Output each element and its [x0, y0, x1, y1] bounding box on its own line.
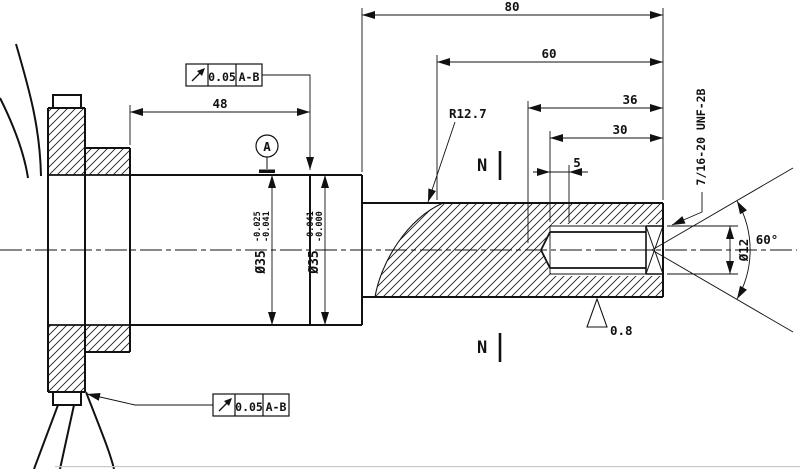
crank-web-curve-inner — [0, 97, 29, 179]
dim-30: 30 — [612, 122, 627, 137]
leader-tol-top — [262, 74, 314, 170]
leader-thread — [671, 192, 703, 226]
crank-web-lower-curve — [85, 391, 115, 469]
runout-arrow-head-icon — [224, 398, 232, 406]
thread-hole — [374, 202, 664, 298]
label-dia12: Ø12 — [736, 239, 751, 263]
tol-bottom-dividers — [234, 394, 264, 416]
dia35a-upper-tol: -0.025 — [253, 211, 263, 242]
thread-callout-text: 7/16-20 UNF-2B — [694, 88, 708, 185]
crank-web-lower-line-2 — [59, 404, 75, 469]
section-marks: N N — [477, 151, 502, 362]
crank-web-lower-line-1 — [33, 404, 59, 469]
tol-bottom-box — [212, 393, 290, 417]
section-mark-n-bottom: N — [477, 338, 487, 358]
leader-lines — [86, 74, 703, 406]
dim-r12-7: R12.7 — [449, 106, 487, 121]
angle-line-bottom — [651, 249, 794, 333]
dim-5: 5 — [573, 155, 581, 170]
hatch-flange-bottom — [48, 325, 85, 392]
hatch-shoulder-bottom — [85, 325, 130, 352]
tolerance-frame-bottom: 0.05 A-B — [212, 393, 290, 417]
leader-r127 — [427, 121, 456, 203]
part-outline — [0, 43, 664, 469]
runout-arrow-head-icon — [197, 68, 205, 76]
surface-roughness: 0.8 — [586, 297, 633, 338]
roughness-value: 0.8 — [610, 323, 633, 338]
tolerance-frame-top: 0.05 A-B — [185, 63, 263, 87]
tol-bottom-datum: A-B — [266, 400, 287, 414]
label-thread-callout: 7/16-20 UNF-2B — [694, 88, 708, 185]
dia35a-base: Ø35 — [254, 250, 269, 274]
section-break-curve — [374, 202, 444, 298]
leader-tol-bottom — [86, 393, 213, 406]
section-mark-n-top: N — [477, 156, 487, 176]
flange-top-step — [52, 94, 82, 108]
dia12-text: Ø12 — [736, 239, 751, 263]
hatch-flange-top — [48, 108, 85, 175]
angle-arc — [736, 200, 751, 300]
dimension-texts: 80 60 36 30 5 48 R12.7 60° — [212, 0, 778, 247]
dim-80: 80 — [504, 0, 519, 14]
tol-bottom-value: 0.05 — [235, 400, 263, 414]
label-dia35a: Ø35 -0.025 -0.041 — [253, 211, 272, 274]
datum-a: A — [255, 134, 279, 173]
dia35a-lower-tol: -0.041 — [262, 211, 272, 242]
chamfer-box — [645, 225, 663, 275]
dia35b-lower-tol: -0.000 — [315, 211, 325, 242]
dim-60: 60 — [541, 46, 556, 61]
tol-top-box — [185, 63, 263, 87]
roughness-triangle-icon — [586, 297, 608, 328]
chamfer-diagonals — [645, 225, 664, 275]
bottom-edge-line — [55, 466, 800, 468]
flange-bottom-step — [52, 392, 82, 406]
dim-48: 48 — [212, 96, 227, 111]
dia35b-base: Ø35 — [307, 250, 322, 274]
datum-label: A — [263, 139, 271, 154]
dimension-lines — [130, 11, 794, 333]
tol-top-dividers — [207, 64, 237, 86]
hatch-shoulder-top — [85, 148, 130, 175]
dim-36: 36 — [622, 92, 637, 107]
tol-top-datum: A-B — [239, 70, 260, 84]
label-dia35b: Ø35 -0.041 -0.000 — [306, 211, 325, 274]
dia35b-upper-tol: -0.041 — [306, 211, 316, 242]
dim-60deg: 60° — [756, 232, 779, 247]
crank-web-curve-outer — [15, 43, 42, 177]
angle-line-top — [651, 167, 794, 251]
drill-point — [539, 231, 551, 269]
datum-base-bar — [259, 169, 275, 173]
tol-top-value: 0.05 — [208, 70, 236, 84]
